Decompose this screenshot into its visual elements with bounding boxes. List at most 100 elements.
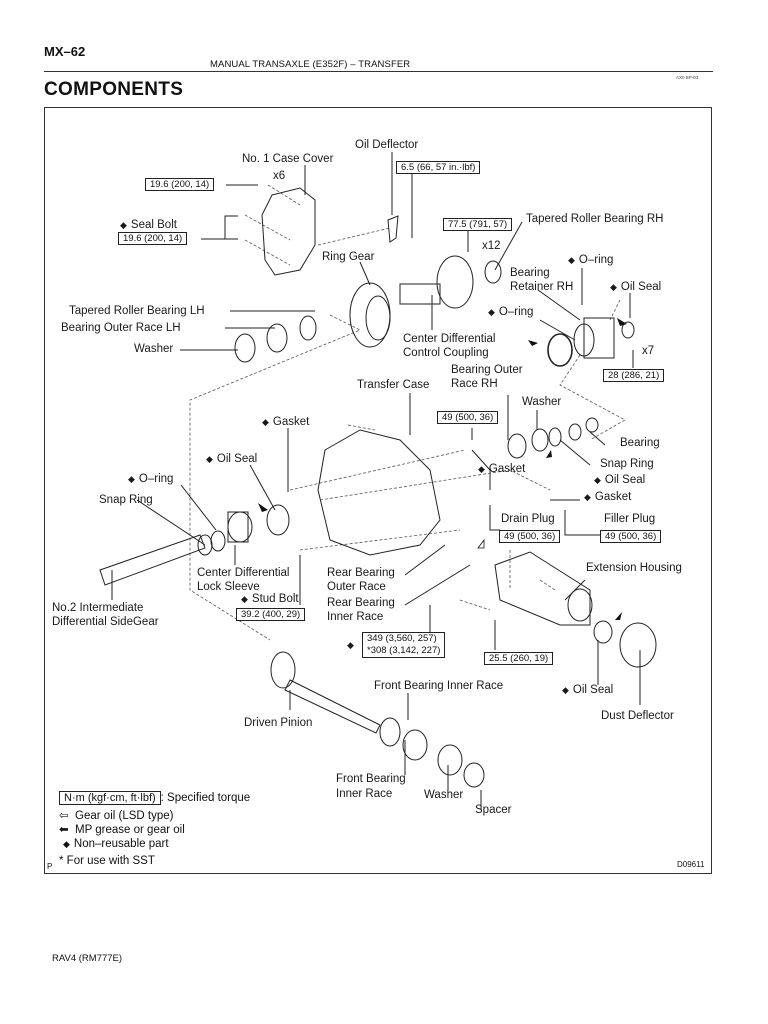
non-reusable-icon-nut: ◆ [347, 640, 354, 650]
label-bearing-outer-race-rh-1: Bearing Outer [451, 364, 523, 376]
label-gasket-right: ◆Gasket [584, 491, 632, 503]
part-transfer-case [317, 429, 441, 556]
label-rear-bearing-inner-1: Rear Bearing [327, 597, 395, 609]
part-extension-housing [494, 551, 593, 626]
label-case-cover: No. 1 Case Cover [242, 153, 334, 165]
non-reusable-icon: ◆ [610, 282, 617, 292]
torque-ring-gear: 77.5 (791, 57) [443, 218, 513, 231]
legend-gear-oil: ⇦ Gear oil (LSD type) [59, 810, 174, 822]
torque-drain-plug: 49 (500, 36) [499, 530, 561, 543]
torque-seal-bolt: 19.6 (200, 14) [118, 232, 188, 245]
part-coupling [399, 255, 474, 309]
leader-lines [111, 152, 641, 810]
torque-extension-housing: 25.5 (260, 19) [484, 652, 554, 665]
label-washer-bottom: Washer [424, 789, 464, 801]
label-oil-deflector: Oil Deflector [355, 139, 419, 151]
label-stud-bolt: ◆Stud Bolt [241, 593, 299, 605]
non-reusable-icon: ◆ [206, 454, 213, 464]
part-case-cover [261, 187, 316, 276]
application-arrows [258, 318, 627, 620]
legend-non-reusable: ◆Non–reusable part [63, 838, 169, 850]
torque-transfer-case-plug: 49 (500, 36) [437, 411, 499, 424]
label-front-bearing-inner-race-top: Front Bearing Inner Race [374, 680, 504, 692]
header-title: MANUAL TRANSAXLE (E352F) – TRANSFER [210, 59, 411, 70]
label-rear-bearing-outer-1: Rear Bearing [327, 567, 395, 579]
non-reusable-icon: ◆ [128, 474, 135, 484]
legend-torque: N·m (kgf·cm, ft·lbf): Specified torque [59, 791, 250, 805]
label-extension-housing: Extension Housing [586, 562, 682, 574]
label-dust-deflector: Dust Deflector [601, 710, 674, 722]
torque-retainer: 28 (286, 21) [603, 369, 665, 382]
label-rear-bearing-outer-2: Outer Race [327, 581, 386, 593]
torque-case-cover: 19.6 (200, 14) [145, 178, 215, 191]
label-lock-sleeve-1: Center Differential [197, 567, 290, 579]
torque-nut: 349 (3,560, 257)*308 (3,142, 227) [362, 632, 446, 658]
label-oil-seal-bottom: ◆Oil Seal [562, 684, 614, 696]
label-oil-seal-left: ◆Oil Seal [206, 453, 258, 465]
label-side-gear-2: Differential SideGear [52, 616, 159, 628]
non-reusable-icon: ◆ [568, 255, 575, 265]
mp-grease-arrow-icon: ⬅ [59, 824, 69, 836]
non-reusable-icon: ◆ [488, 307, 495, 317]
non-reusable-icon: ◆ [120, 220, 127, 230]
label-o-ring-top: ◆O–ring [568, 254, 614, 266]
part-ring-gear [349, 282, 391, 348]
reference-code: AX0 BP-03 [676, 75, 699, 80]
label-washer-left: Washer [134, 343, 174, 355]
part-race-lh [266, 323, 288, 353]
label-spacer: Spacer [475, 804, 512, 816]
label-bearing-retainer-rh-1: Bearing [510, 267, 550, 279]
part-bearing-rh [484, 260, 502, 284]
qty-case-cover: x6 [273, 170, 286, 182]
label-o-ring-left: ◆O–ring [128, 473, 174, 485]
part-oring-left [197, 530, 226, 556]
legend-sst: * For use with SST [59, 855, 155, 867]
part-retainer [573, 317, 615, 359]
label-bearing: Bearing [620, 437, 660, 449]
diagram-frame [44, 107, 712, 874]
header-rule [44, 71, 713, 72]
label-side-gear-1: No.2 Intermediate [52, 602, 144, 614]
non-reusable-icon: ◆ [478, 464, 485, 474]
non-reusable-icon: ◆ [63, 839, 70, 849]
label-oil-seal-top: ◆Oil Seal [610, 281, 662, 293]
figure-id: D09611 [677, 860, 705, 869]
label-washer-right: Washer [522, 396, 562, 408]
torque-filler-plug: 49 (500, 36) [600, 530, 662, 543]
footer-model: RAV4 (RM777E) [52, 953, 123, 964]
qty-coupling: x12 [482, 240, 501, 252]
section-title: COMPONENTS [44, 79, 184, 100]
legend-mp-grease: ⬅ MP grease or gear oil [59, 824, 185, 836]
part-lock-sleeve [227, 511, 253, 543]
label-bearing-outer-race-lh: Bearing Outer Race LH [61, 322, 181, 334]
label-front-bearing-inner-race-1: Front Bearing [336, 773, 406, 785]
label-gasket-mid: ◆Gasket [478, 463, 526, 475]
non-reusable-icon: ◆ [262, 417, 269, 427]
part-oring-mid [547, 333, 573, 367]
part-rh-rings [507, 417, 599, 459]
torque-stud-bolt: 39.2 (400, 29) [236, 608, 306, 621]
part-oil-seal-bottom [593, 620, 613, 644]
legend-torque-box: N·m (kgf·cm, ft·lbf) [59, 791, 161, 805]
part-washer-left [234, 333, 256, 363]
label-center-diff-coupling-2: Control Coupling [403, 347, 489, 359]
label-snap-ring-left: Snap Ring [99, 494, 153, 506]
gear-oil-arrows [477, 538, 485, 549]
qty-retainer: x7 [642, 345, 655, 357]
label-rear-bearing-inner-2: Inner Race [327, 611, 384, 623]
label-bearing-retainer-rh-2: Retainer RH [510, 281, 574, 293]
part-driven-pinion [270, 651, 381, 734]
non-reusable-icon: ◆ [584, 492, 591, 502]
assembly-lines [189, 184, 626, 641]
label-gasket-left: ◆Gasket [262, 416, 310, 428]
part-oil-seal-left [266, 504, 290, 536]
corner-mark: P [47, 862, 53, 871]
torque-oil-deflector: 6.5 (66, 57 in.·lbf) [396, 161, 481, 174]
non-reusable-icon: ◆ [241, 594, 248, 604]
part-oil-seal-top [621, 321, 635, 339]
label-filler-plug: Filler Plug [604, 513, 656, 525]
label-transfer-case: Transfer Case [357, 379, 430, 391]
label-oil-seal-right: ◆Oil Seal [594, 474, 646, 486]
part-front-bearings [379, 717, 485, 788]
part-dust-deflector [619, 622, 657, 668]
